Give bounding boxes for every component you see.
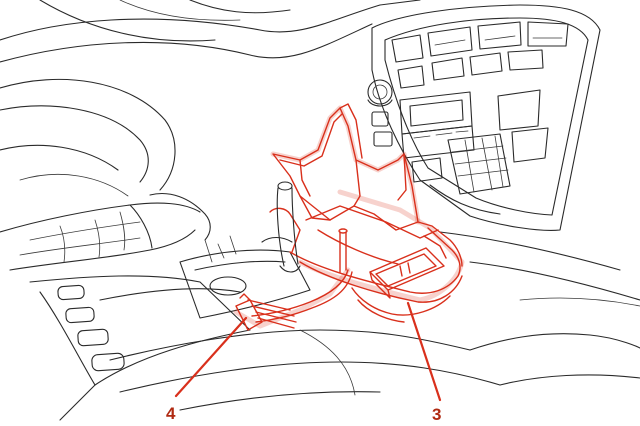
cup-holder-part bbox=[269, 103, 465, 323]
wire-connector-part bbox=[233, 267, 353, 331]
callout-4-label: 4 bbox=[166, 404, 176, 423]
shift-lever bbox=[276, 181, 301, 273]
callout-4-leader bbox=[174, 316, 248, 398]
callout-3-label: 3 bbox=[432, 405, 441, 424]
callout-3-leader bbox=[406, 301, 442, 402]
callouts: 4 3 bbox=[166, 301, 442, 424]
